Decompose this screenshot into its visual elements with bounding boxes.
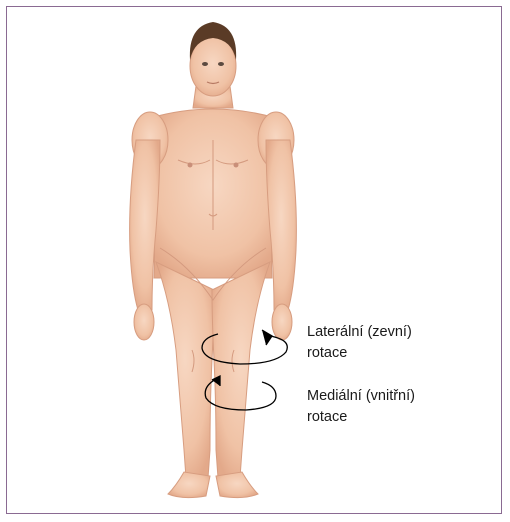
head [190, 22, 236, 96]
lateral-rotation-label-line2: rotace [307, 343, 412, 364]
medial-rotation-label-line2: rotace [307, 407, 415, 428]
medial-rotation-label: Mediální (vnitřní) rotace [307, 386, 415, 428]
lateral-rotation-label: Laterální (zevní) rotace [307, 322, 412, 364]
medial-rotation-label-line1: Mediální (vnitřní) [307, 386, 415, 407]
lateral-rotation-label-line1: Laterální (zevní) [307, 322, 412, 343]
